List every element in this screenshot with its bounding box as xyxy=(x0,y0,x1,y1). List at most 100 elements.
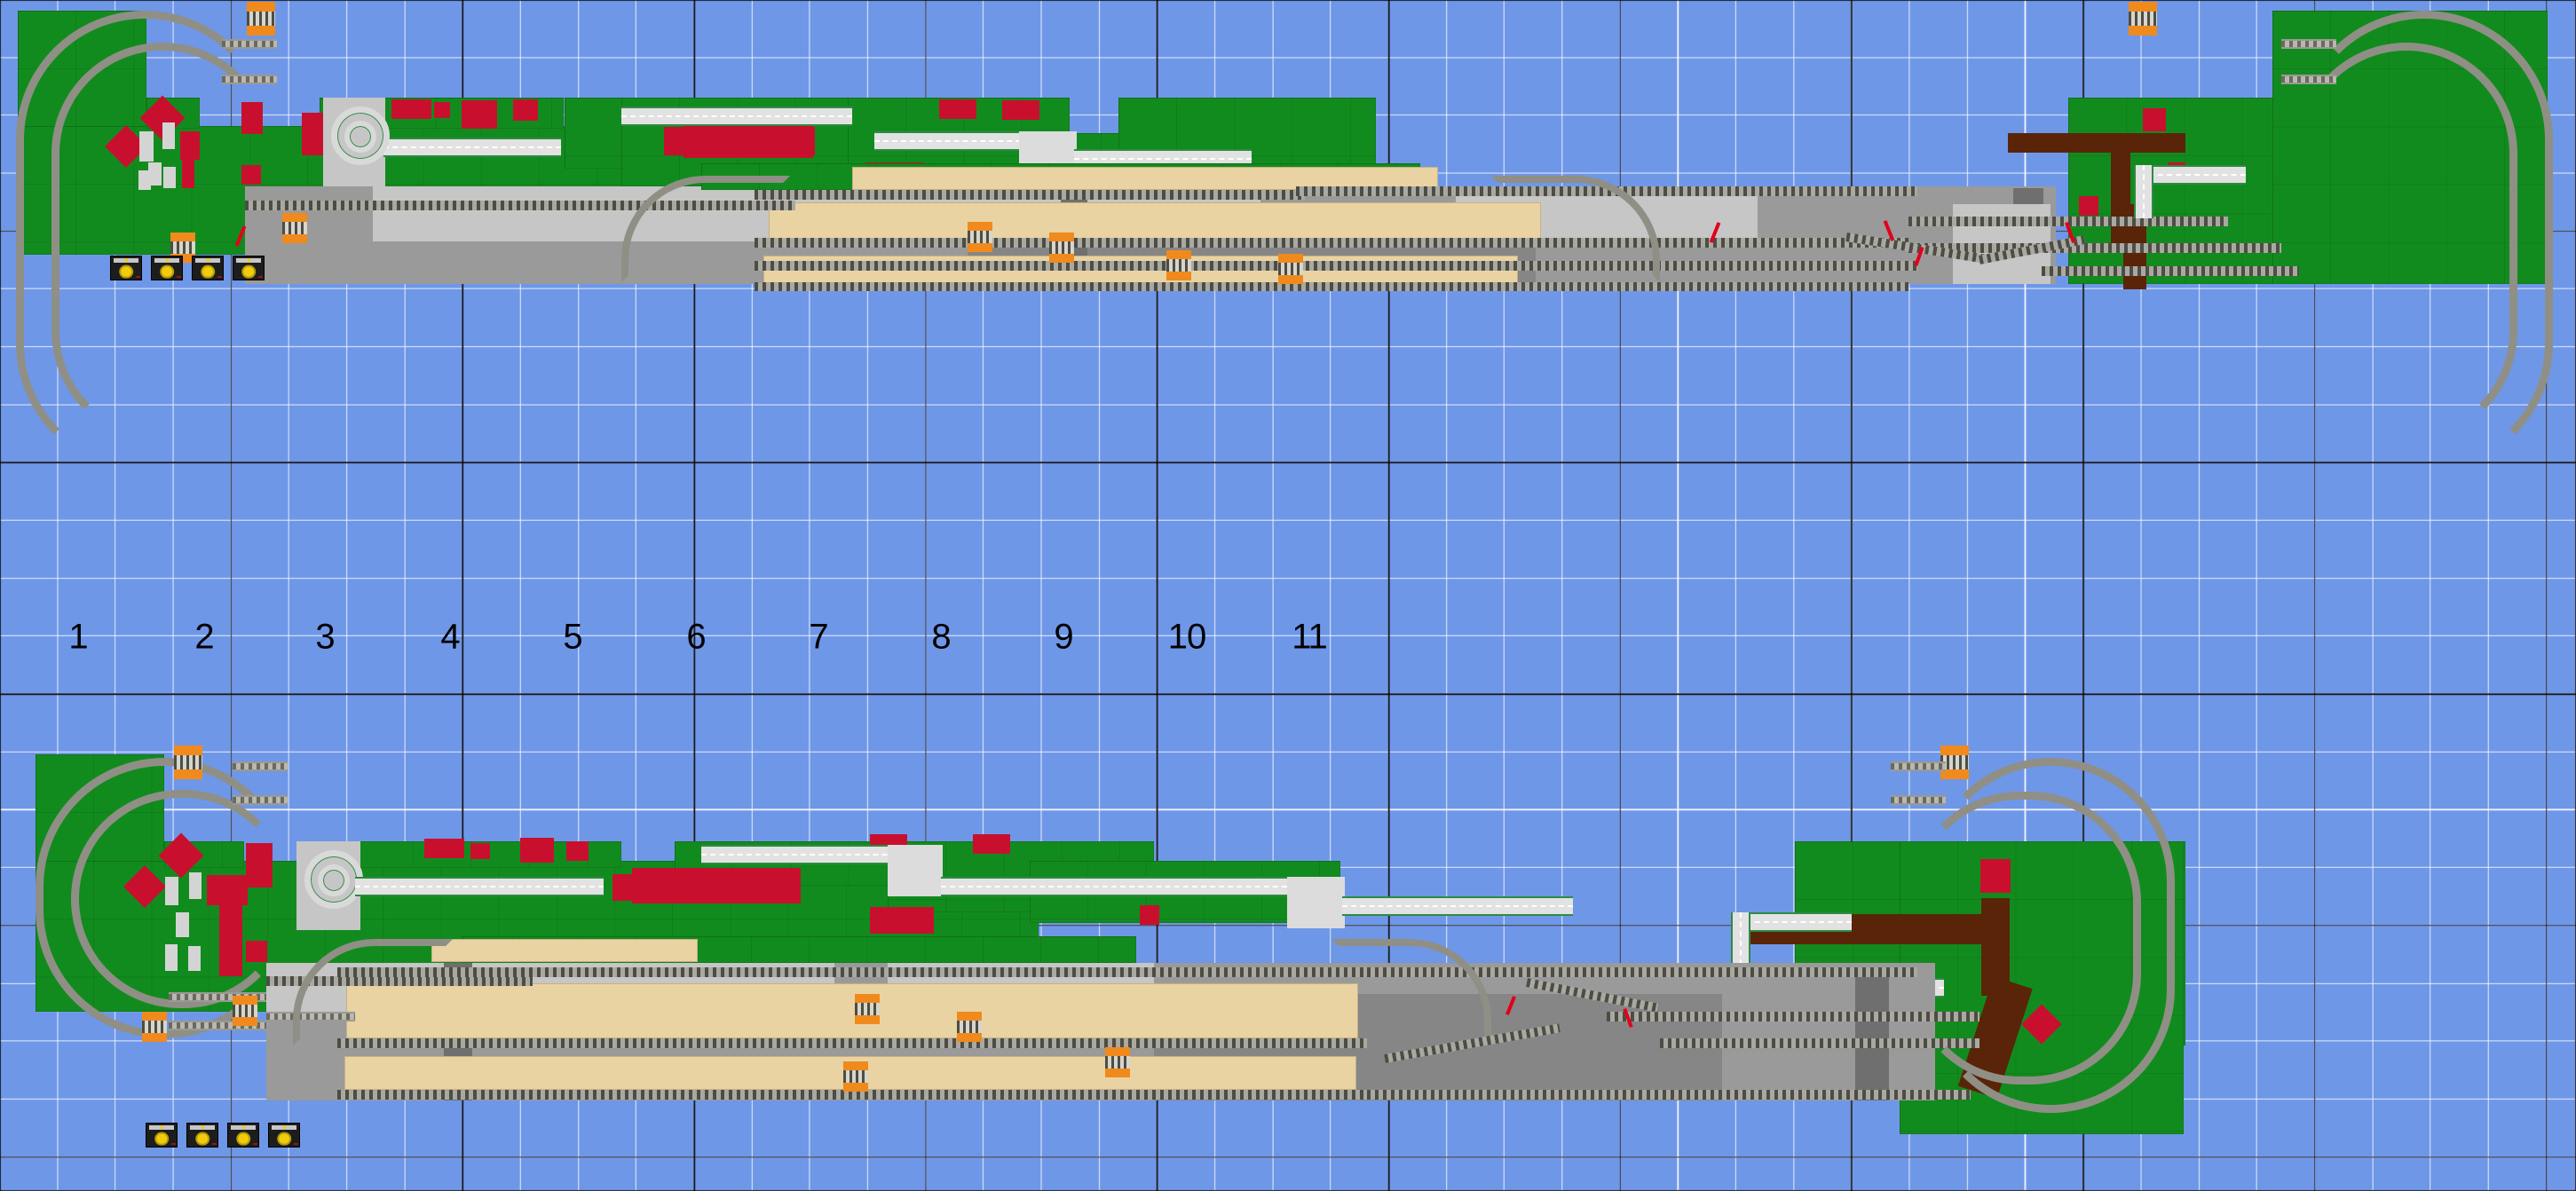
level-crossing-element[interactable] xyxy=(1278,254,1303,284)
level-crossing-element[interactable] xyxy=(282,213,307,243)
ruler-tick: 6 xyxy=(686,617,706,657)
track-straight xyxy=(1660,1038,1979,1048)
rolling-stock-car[interactable] xyxy=(110,256,142,280)
ruler-tick: 2 xyxy=(194,617,214,657)
track-curve-loop-inner xyxy=(51,43,273,442)
building-block[interactable] xyxy=(162,122,175,149)
building-block[interactable] xyxy=(241,165,261,185)
wagon-wheel xyxy=(277,1132,291,1146)
building-block[interactable] xyxy=(1140,905,1159,925)
level-crossing-element[interactable] xyxy=(1049,233,1074,263)
road-segment xyxy=(2139,165,2246,185)
track-straight xyxy=(1367,1090,1971,1100)
wagon-wheel xyxy=(160,264,174,279)
building-block[interactable] xyxy=(462,100,497,129)
wagon-wheel xyxy=(195,1132,209,1146)
building-block[interactable] xyxy=(434,102,450,118)
track-straight xyxy=(222,39,277,49)
building-block[interactable] xyxy=(424,839,464,858)
road-segment xyxy=(1736,912,1852,932)
building-brown[interactable] xyxy=(2008,133,2185,153)
ruler-tick: 9 xyxy=(1054,617,1073,657)
wagon-lamp xyxy=(241,1125,246,1130)
road-segment-vertical xyxy=(1731,912,1750,974)
building-block[interactable] xyxy=(566,841,589,861)
building-block[interactable] xyxy=(513,99,538,121)
rolling-stock-car[interactable] xyxy=(151,256,183,280)
building-block[interactable] xyxy=(246,843,273,887)
level-crossing-element[interactable] xyxy=(968,222,992,252)
building-block[interactable] xyxy=(684,124,813,158)
building-block[interactable] xyxy=(520,838,554,863)
building-block[interactable] xyxy=(189,872,201,899)
wagon-lamp xyxy=(165,258,170,263)
rolling-stock-car[interactable] xyxy=(268,1123,300,1148)
rolling-stock-car[interactable] xyxy=(227,1123,259,1148)
building-block[interactable] xyxy=(176,912,189,937)
building-block[interactable] xyxy=(246,941,267,962)
building-block[interactable] xyxy=(139,131,154,162)
track-straight xyxy=(1607,1012,1979,1021)
wagon-marking xyxy=(176,275,181,279)
building-block[interactable] xyxy=(163,167,176,188)
building-block[interactable] xyxy=(973,834,1010,854)
level-crossing-element[interactable] xyxy=(2129,2,2157,35)
level-crossing-element[interactable] xyxy=(843,1061,868,1092)
building-block[interactable] xyxy=(188,946,201,971)
level-crossing-element[interactable] xyxy=(233,996,257,1026)
road-pad xyxy=(888,845,943,896)
station-platform xyxy=(852,167,1438,190)
lower-layout[interactable] xyxy=(0,745,2576,1191)
ruler-tick: 7 xyxy=(809,617,828,657)
rolling-stock-car[interactable] xyxy=(186,1123,218,1148)
ruler-tick: 3 xyxy=(315,617,335,657)
building-block[interactable] xyxy=(891,912,918,932)
upper-layout[interactable] xyxy=(0,0,2576,472)
rolling-stock-car[interactable] xyxy=(146,1123,178,1148)
building-block[interactable] xyxy=(2143,108,2166,131)
building-block[interactable] xyxy=(241,102,263,134)
track-curve-loop-inner xyxy=(2295,43,2517,442)
building-block[interactable] xyxy=(138,170,151,190)
track-spiral-outer xyxy=(331,106,390,165)
rolling-stock-car[interactable] xyxy=(233,256,265,280)
building-block[interactable] xyxy=(219,895,242,976)
level-crossing-element[interactable] xyxy=(1166,250,1191,280)
ruler-tick: 10 xyxy=(1167,617,1206,657)
wagon-marking xyxy=(135,275,140,279)
track-straight xyxy=(2281,39,2336,49)
building-block[interactable] xyxy=(165,877,178,905)
level-crossing-element[interactable] xyxy=(1105,1047,1130,1077)
track-straight xyxy=(1891,761,1946,771)
building-block[interactable] xyxy=(1002,100,1039,120)
level-crossing-element[interactable] xyxy=(174,745,202,779)
road-segment xyxy=(701,845,905,864)
level-crossing-element[interactable] xyxy=(142,1012,167,1042)
building-block[interactable] xyxy=(302,113,324,155)
rolling-stock-car[interactable] xyxy=(192,256,224,280)
building-block[interactable] xyxy=(148,162,162,185)
track-straight xyxy=(1367,967,1917,977)
ruler-tick: 11 xyxy=(1292,617,1328,657)
wagon-marking xyxy=(293,1142,298,1146)
building-block[interactable] xyxy=(182,149,194,188)
level-crossing-element[interactable] xyxy=(855,994,880,1024)
track-straight xyxy=(222,75,277,84)
building-block[interactable] xyxy=(632,868,801,903)
building-block[interactable] xyxy=(2079,196,2098,216)
track-straight xyxy=(1908,243,2281,253)
track-straight xyxy=(245,201,795,210)
level-crossing-element[interactable] xyxy=(247,2,275,35)
building-block[interactable] xyxy=(939,99,976,119)
level-crossing-element[interactable] xyxy=(1940,745,1969,779)
building-block[interactable] xyxy=(391,99,431,119)
station-platform xyxy=(346,983,1358,1038)
building-block[interactable] xyxy=(470,843,490,859)
building-block[interactable] xyxy=(165,944,178,971)
track-curve-loop-inner xyxy=(71,790,293,1008)
road-segment xyxy=(1342,896,1573,916)
track-straight xyxy=(233,795,288,805)
level-crossing-element[interactable] xyxy=(957,1012,982,1042)
track-curve xyxy=(1331,939,1491,1045)
